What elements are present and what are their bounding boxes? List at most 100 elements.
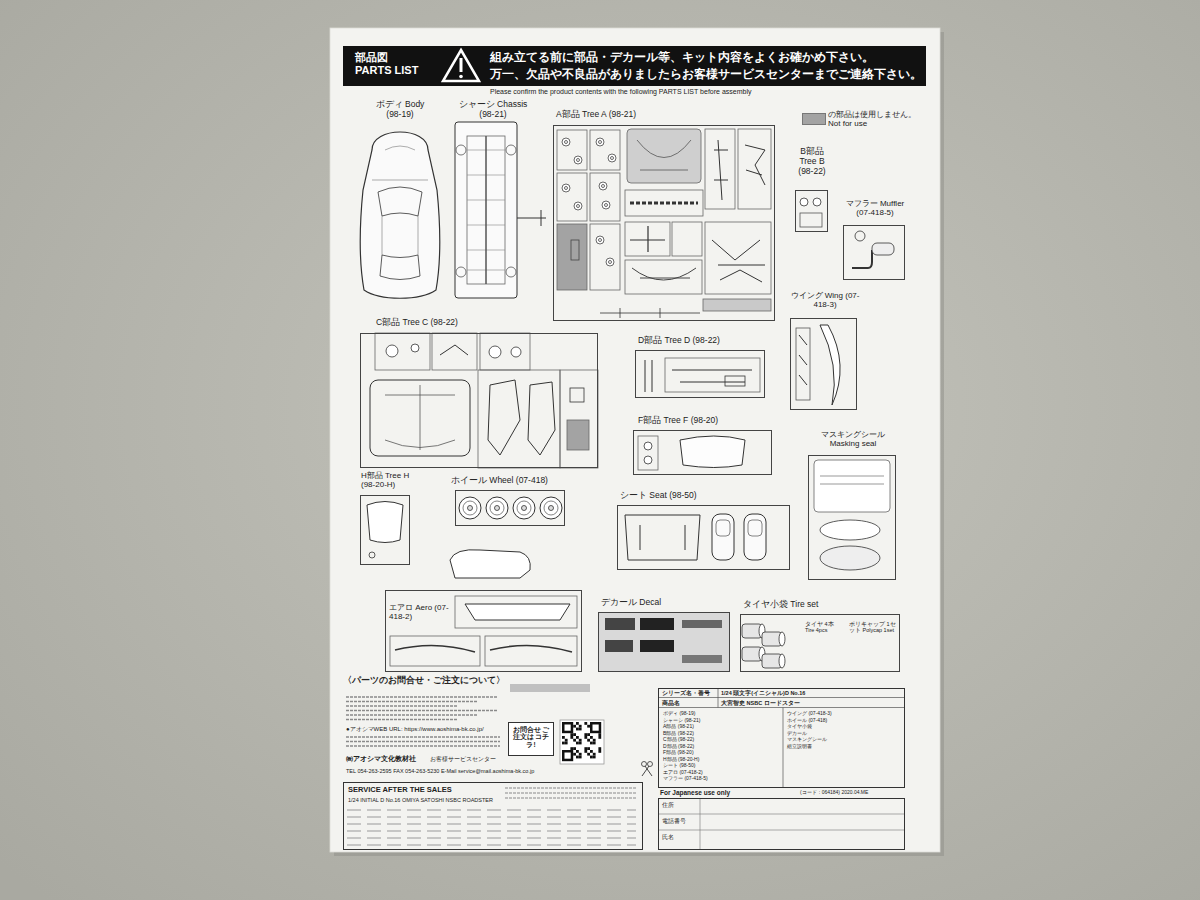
header-bar: 部品図 PARTS LIST組み立てる前に部品・デカール等、キット内容をよくお確… xyxy=(343,46,926,86)
strut-part xyxy=(714,140,728,200)
group-heading: タイヤ小袋 Tire set xyxy=(743,600,818,610)
small-part xyxy=(489,346,501,358)
form-rule xyxy=(658,798,905,850)
qr-module xyxy=(579,739,582,742)
group-heading: F部品 Tree F (98-20) xyxy=(638,416,718,426)
group-text: ボディ (98-19) xyxy=(663,711,696,717)
qr-finder-gap xyxy=(565,753,571,759)
part-outline xyxy=(725,376,745,386)
tree-cell xyxy=(375,333,430,370)
door-panel xyxy=(528,382,555,455)
chassis-floor xyxy=(467,136,505,284)
window-clear-part xyxy=(680,436,745,468)
fine-print xyxy=(347,844,636,845)
group-text: ホイール (07-418) xyxy=(787,718,827,724)
tree-cell xyxy=(738,129,771,209)
group-heading: D部品 Tree D (98-22) xyxy=(638,336,720,346)
floor-pan-detail xyxy=(385,385,455,450)
print-note: TEL 054-263-2595 FAX 054-263-5230 E-Mail… xyxy=(346,768,534,774)
small-part-hole xyxy=(599,239,602,242)
parts-group-box: C部品 Tree C (98-22) xyxy=(360,333,598,468)
scissors-blade xyxy=(642,766,652,776)
group-heading: シート Seat (98-50) xyxy=(620,491,697,501)
group-heading: ホイール Wheel (07-418) xyxy=(451,476,548,486)
qr-module xyxy=(598,750,601,753)
tree-cell xyxy=(672,222,702,256)
small-part xyxy=(606,258,614,266)
parts-group-box: ウイング Wing (07-418-3) xyxy=(790,318,857,410)
parts-group-box: マフラー Muffler (07-418-5) xyxy=(843,225,905,280)
group-heading: 住所 xyxy=(662,802,674,809)
chassis-frame xyxy=(455,122,517,298)
qr-module xyxy=(576,756,579,759)
group-text: 1/24 頭文字(イニシャル)D No.16 xyxy=(721,690,805,696)
small-part xyxy=(411,344,419,352)
dashboard-part xyxy=(632,268,696,280)
small-part-hole xyxy=(602,185,605,188)
arm-part xyxy=(745,145,765,185)
tree-cell xyxy=(480,333,530,370)
not-for-use-part xyxy=(567,420,589,450)
floor-pan xyxy=(370,380,470,456)
qr-module xyxy=(570,736,573,739)
fine-print xyxy=(347,816,636,817)
qr-module xyxy=(590,756,593,759)
parts-group-box: シート Seat (98-50) xyxy=(617,505,790,570)
qr-module xyxy=(573,747,576,750)
qr-module xyxy=(584,750,587,753)
fine-print xyxy=(346,701,478,702)
qr-module xyxy=(587,733,590,736)
parts-group-box: SERVICE AFTER THE SALES1/24 INITIAL D No… xyxy=(343,782,643,850)
tree-cell xyxy=(705,222,771,294)
rear-spoiler xyxy=(465,604,570,620)
part-outline xyxy=(571,240,579,260)
door-panel xyxy=(488,380,520,455)
parts-group-box: デカール Decal xyxy=(598,612,730,672)
small-part-hole xyxy=(609,261,612,264)
group-text: マフラー (07-418-5) xyxy=(663,776,708,782)
small-part xyxy=(608,154,616,162)
side-skirt xyxy=(490,645,572,652)
group-text: F部品 (98-20) xyxy=(663,750,694,756)
group-text: 商品名 xyxy=(662,700,680,706)
qr-module xyxy=(576,722,579,725)
seat-frame xyxy=(625,515,700,560)
fine-print xyxy=(346,705,458,706)
tree-cell xyxy=(590,130,620,170)
group-text: A部品 (98-21) xyxy=(663,724,694,730)
qr-module xyxy=(598,733,601,736)
group-heading: 部品図 PARTS LIST xyxy=(355,51,425,76)
qr-frame xyxy=(560,720,604,764)
qr-finder xyxy=(562,722,573,733)
tree-cell xyxy=(560,370,598,468)
qr-module xyxy=(576,750,579,753)
qr-module xyxy=(587,739,590,742)
qr-module xyxy=(570,747,573,750)
fine-print xyxy=(347,837,636,838)
exhaust-tip xyxy=(855,231,865,241)
small-part xyxy=(562,184,570,192)
masking-sheet xyxy=(814,460,890,512)
scissors-handle xyxy=(642,762,647,767)
bucket-seat xyxy=(744,514,766,560)
wheel-rim xyxy=(486,497,508,519)
tree-cell xyxy=(478,370,560,468)
rear-window xyxy=(380,255,420,280)
not-for-use-part xyxy=(557,224,587,290)
part-outline xyxy=(800,213,822,227)
qr-finder xyxy=(590,722,601,733)
rod-part xyxy=(645,360,652,392)
qr-finder-gap xyxy=(593,725,599,731)
parts-group-box: ホイール Wheel (07-418) xyxy=(455,490,565,526)
print-note: Please confirm the product contents with… xyxy=(490,88,751,96)
fine-print xyxy=(346,736,500,737)
group-heading: エアロ Aero (07-418-2) xyxy=(389,603,449,621)
side-skirt xyxy=(450,550,530,578)
print-note: (コード：064184) 2020.04.ME xyxy=(800,790,868,796)
decal-logo xyxy=(605,618,635,630)
group-heading: H部品 Tree H (98-20-H) xyxy=(361,471,421,489)
qr-module xyxy=(579,756,582,759)
group-text: H部品 (98-20-H) xyxy=(663,757,699,763)
fine-print xyxy=(505,787,636,788)
